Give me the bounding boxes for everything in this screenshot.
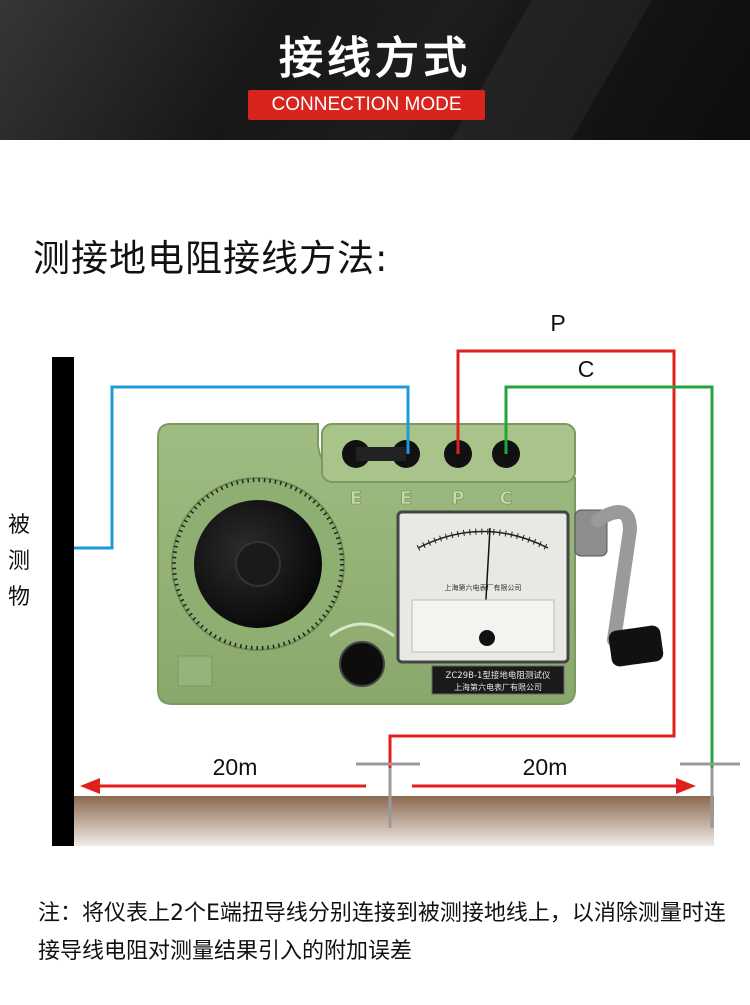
distance-arrow-right xyxy=(412,778,696,794)
terminal-label-e1: E xyxy=(350,488,362,509)
crank-handle xyxy=(574,505,664,667)
dial-center xyxy=(235,541,281,587)
meter-maker: 上海第六电表厂有限公司 xyxy=(454,682,542,692)
terminal-label-p: P xyxy=(451,488,464,509)
distance-arrow-left xyxy=(80,778,366,794)
range-knob xyxy=(339,641,385,687)
terminal-label-c: C xyxy=(499,488,512,509)
zero-adjust-screw xyxy=(479,630,495,646)
header-banner: 接线方式 CONNECTION MODE xyxy=(0,0,750,140)
section-title: 测接地电阻接线方法: xyxy=(33,237,389,280)
earth-resistance-meter: E E P C 上海第六电表厂有限公司 ZC29B-1型接地电阻测试仪 上海第六… xyxy=(157,423,664,705)
footnote: 注：将仪表上2个E端扭导线分别连接到被测接地线上，以消除测量时连接导线电阻对测量… xyxy=(38,901,726,964)
dial-ticks xyxy=(172,478,344,650)
meter-model: ZC29B-1型接地电阻测试仪 xyxy=(446,670,551,681)
wire-c xyxy=(504,385,714,826)
terminal-link xyxy=(356,447,406,461)
ground-soil xyxy=(60,796,714,846)
measured-object-label: 被测物 xyxy=(8,513,31,610)
wire-p xyxy=(388,349,676,826)
meter-maker-small: 上海第六电表厂有限公司 xyxy=(445,583,522,592)
terminal-label-e2: E xyxy=(400,488,412,509)
certification-mark xyxy=(177,655,213,687)
header-badge: CONNECTION MODE xyxy=(248,90,485,120)
distance-right-label: 20m xyxy=(523,754,568,780)
wire-e xyxy=(74,385,410,550)
measured-object-bar xyxy=(52,357,74,846)
range-scale-arc xyxy=(329,622,395,638)
wire-c-label: C xyxy=(578,356,595,382)
meter-scale xyxy=(417,530,549,549)
wire-p-label: P xyxy=(550,310,565,336)
header-title: 接线方式 xyxy=(279,33,471,84)
distance-left-label: 20m xyxy=(213,754,258,780)
model-plate xyxy=(431,665,565,695)
